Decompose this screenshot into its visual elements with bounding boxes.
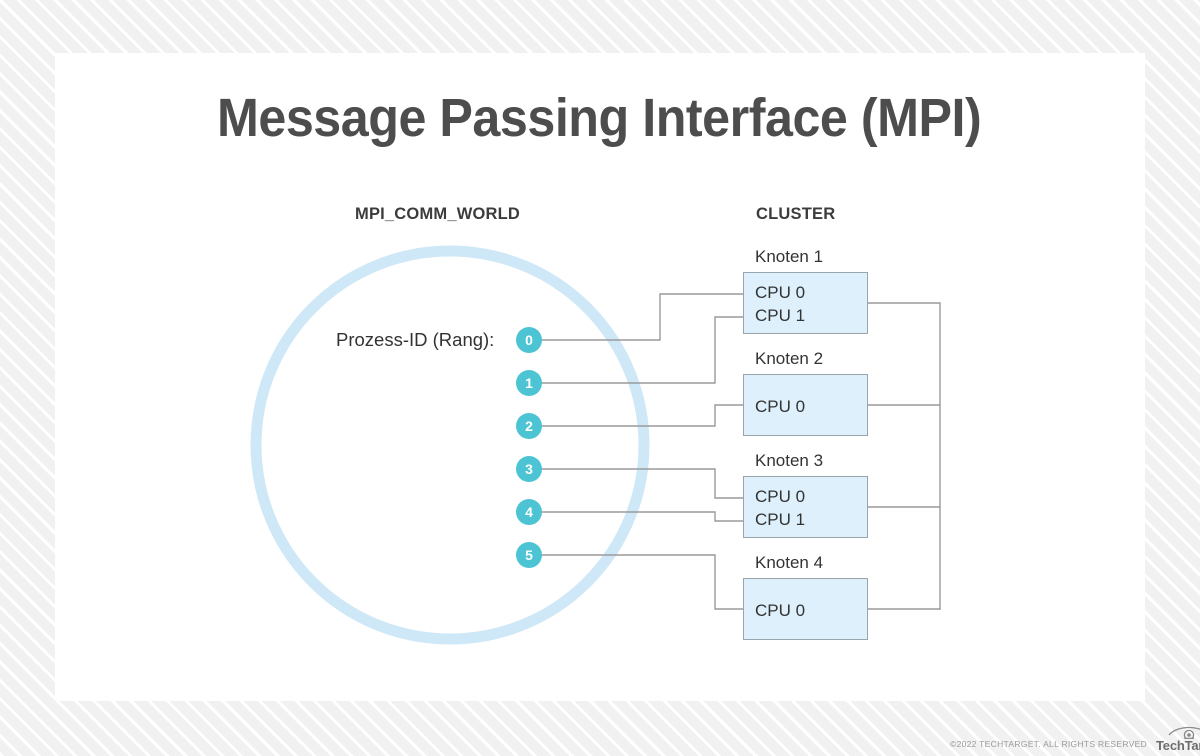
copyright-text: ©2022 TECHTARGET. ALL RIGHTS RESERVED xyxy=(950,739,1148,749)
node-label-2: Knoten 2 xyxy=(755,349,824,368)
connector-rank4 xyxy=(541,511,744,522)
node-label-3: Knoten 3 xyxy=(755,451,824,470)
techtarget-logo: TechTarget xyxy=(1156,724,1200,752)
page-title: Message Passing Interface (MPI) xyxy=(217,88,982,148)
cpu-line: CPU 1 xyxy=(755,510,806,529)
connector-rank0 xyxy=(541,293,744,341)
rank-badge-0[interactable]: 0 xyxy=(516,327,542,353)
rank-badge-1[interactable]: 1 xyxy=(516,370,542,396)
cpu-line: CPU 0 xyxy=(755,487,806,506)
heading-mpi-comm-world: MPI_COMM_WORLD xyxy=(355,205,521,223)
node-box-4[interactable]: CPU 0 xyxy=(743,578,868,640)
mpi-diagram-svg xyxy=(250,245,941,645)
rank-badge-5[interactable]: 5 xyxy=(516,542,542,568)
connector-rank3 xyxy=(541,468,744,499)
communicator-circle xyxy=(250,245,650,645)
rank-badge-4[interactable]: 4 xyxy=(516,499,542,525)
eye-icon xyxy=(1168,726,1200,739)
cpu-line: CPU 1 xyxy=(755,306,806,325)
bus-knoten1 xyxy=(867,302,941,610)
node-box-1[interactable]: CPU 0 CPU 1 xyxy=(743,272,868,334)
rank-badge-2[interactable]: 2 xyxy=(516,413,542,439)
node-box-2[interactable]: CPU 0 xyxy=(743,374,868,436)
heading-cluster: CLUSTER xyxy=(756,205,836,223)
footer: ©2022 TECHTARGET. ALL RIGHTS RESERVED Te… xyxy=(950,724,1200,752)
node-label-1: Knoten 1 xyxy=(755,247,824,266)
rank-badge-3[interactable]: 3 xyxy=(516,456,542,482)
node-box-3[interactable]: CPU 0 CPU 1 xyxy=(743,476,868,538)
connector-rank2 xyxy=(541,404,744,427)
cpu-line: CPU 0 xyxy=(755,397,806,416)
connector-lines xyxy=(541,293,941,610)
diagram-card: Message Passing Interface (MPI) MPI_COMM… xyxy=(55,53,1145,701)
connector-rank5 xyxy=(541,554,744,610)
node-label-4: Knoten 4 xyxy=(755,553,824,572)
logo-wordmark: TechTarget xyxy=(1156,738,1200,753)
connector-rank1 xyxy=(541,316,744,384)
process-rank-label: Prozess-ID (Rang): xyxy=(336,329,495,350)
cpu-line: CPU 0 xyxy=(755,283,806,302)
cpu-line: CPU 0 xyxy=(755,601,806,620)
